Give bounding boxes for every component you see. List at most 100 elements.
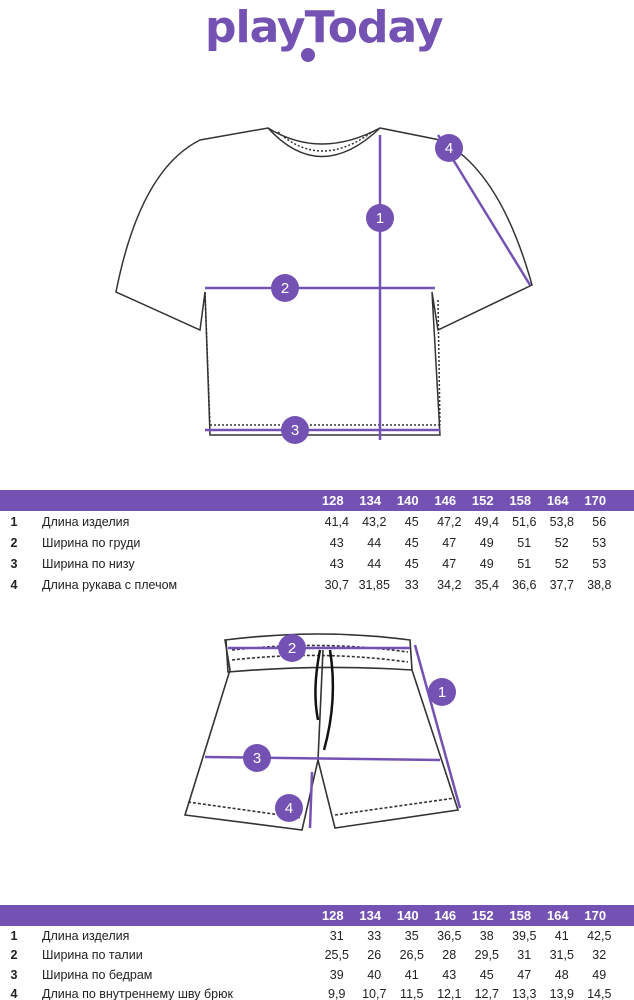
size-col: 140 [396, 493, 419, 508]
table-row: 1 Длина изделия 41,4 43,2 45 47,2 49,4 51,6 53,8… [0, 511, 634, 532]
marker-2: 2 [288, 640, 296, 657]
size-col: 170 [584, 493, 607, 508]
row-value: 42,5 [587, 928, 612, 943]
row-value: 38 [479, 928, 494, 943]
row-value: 43 [442, 967, 457, 982]
size-col: 146 [434, 908, 457, 923]
row-value: 56 [592, 514, 607, 529]
row-value: 33 [404, 577, 419, 592]
row-value: 41,4 [324, 514, 349, 529]
table-header: 128 134 140 146 152 158 164 170 [0, 905, 634, 926]
row-value: 31 [329, 928, 344, 943]
row-value: 34,2 [437, 577, 462, 592]
size-col: 152 [471, 908, 494, 923]
row-value: 53 [592, 556, 607, 571]
marker-3: 3 [291, 422, 299, 439]
size-col: 140 [396, 908, 419, 923]
row-number: 1 [10, 514, 18, 529]
row-label: Длина по внутреннему шву брюк [42, 987, 233, 1000]
row-value: 29,5 [474, 948, 499, 962]
row-value: 44 [367, 556, 382, 571]
row-value: 49,4 [474, 514, 499, 529]
row-value: 45 [404, 556, 419, 571]
row-value: 10,7 [362, 987, 387, 1000]
row-value: 41 [404, 967, 419, 982]
row-value: 36,6 [512, 577, 537, 592]
row-number: 4 [10, 987, 18, 1000]
row-value: 41 [554, 928, 569, 943]
row-label: Ширина по груди [42, 535, 141, 550]
row-number: 2 [10, 948, 18, 962]
marker-1: 1 [438, 684, 446, 701]
size-col: 146 [434, 493, 457, 508]
row-value: 30,7 [324, 577, 349, 592]
row-value: 31 [517, 948, 532, 962]
row-label: Ширина по низу [42, 556, 135, 571]
row-value: 45 [404, 514, 419, 529]
row-value: 31,85 [358, 577, 390, 592]
row-value: 43,2 [362, 514, 387, 529]
size-col: 158 [509, 908, 532, 923]
marker-3: 3 [253, 750, 261, 767]
tshirt-size-table: 128 134 140 146 152 158 164 170 1 Длина и… [0, 490, 634, 595]
row-value: 49 [479, 535, 494, 550]
row-value: 35,4 [474, 577, 499, 592]
row-value: 49 [592, 967, 607, 982]
row-value: 26 [367, 948, 382, 962]
row-label: Ширина по бедрам [42, 967, 153, 982]
row-value: 45 [404, 535, 419, 550]
size-col: 164 [546, 493, 569, 508]
row-number: 1 [10, 928, 18, 943]
row-value: 47 [442, 556, 457, 571]
shorts-drawing: 2 1 3 4 [183, 633, 462, 831]
row-value: 12,7 [474, 987, 499, 1000]
marker-1: 1 [376, 210, 384, 227]
marker-2: 2 [281, 280, 289, 297]
row-label: Длина изделия [42, 514, 130, 529]
table-row: 4 Длина по внутреннему шву брюк 9,9 10,7 11,… [0, 985, 634, 1000]
row-value: 40 [367, 967, 382, 982]
row-value: 28 [442, 948, 457, 962]
row-value: 43 [329, 535, 344, 550]
row-value: 53,8 [549, 514, 574, 529]
row-number: 3 [10, 556, 18, 571]
row-value: 35 [404, 928, 419, 943]
logo-dot [301, 48, 315, 62]
size-col: 170 [584, 908, 607, 923]
row-value: 32 [592, 948, 607, 962]
size-col: 128 [321, 493, 344, 508]
row-label: Длина рукава с плечом [42, 577, 178, 592]
row-value: 9,9 [328, 987, 346, 1000]
row-label: Ширина по талии [42, 948, 143, 962]
row-value: 45 [479, 967, 494, 982]
size-col: 134 [359, 493, 382, 508]
row-value: 43 [329, 556, 344, 571]
size-col: 128 [321, 908, 344, 923]
row-value: 47,2 [437, 514, 462, 529]
row-value: 47 [517, 967, 532, 982]
row-value: 26,5 [399, 948, 424, 962]
row-value: 51 [517, 556, 532, 571]
row-value: 38,8 [587, 577, 612, 592]
row-value: 52 [554, 535, 569, 550]
marker-4: 4 [285, 800, 293, 817]
row-value: 12,1 [437, 987, 462, 1000]
row-value: 37,7 [549, 577, 574, 592]
row-value: 51,6 [512, 514, 537, 529]
row-value: 11,5 [400, 987, 424, 1000]
size-col: 152 [471, 493, 494, 508]
row-value: 47 [442, 535, 457, 550]
tshirt-drawing: 1 2 3 4 [115, 127, 533, 444]
size-col: 134 [359, 908, 382, 923]
row-value: 31,5 [549, 948, 574, 962]
size-col: 158 [509, 493, 532, 508]
row-value: 14,5 [587, 987, 612, 1000]
table-header: 128 134 140 146 152 158 164 170 [0, 490, 634, 511]
